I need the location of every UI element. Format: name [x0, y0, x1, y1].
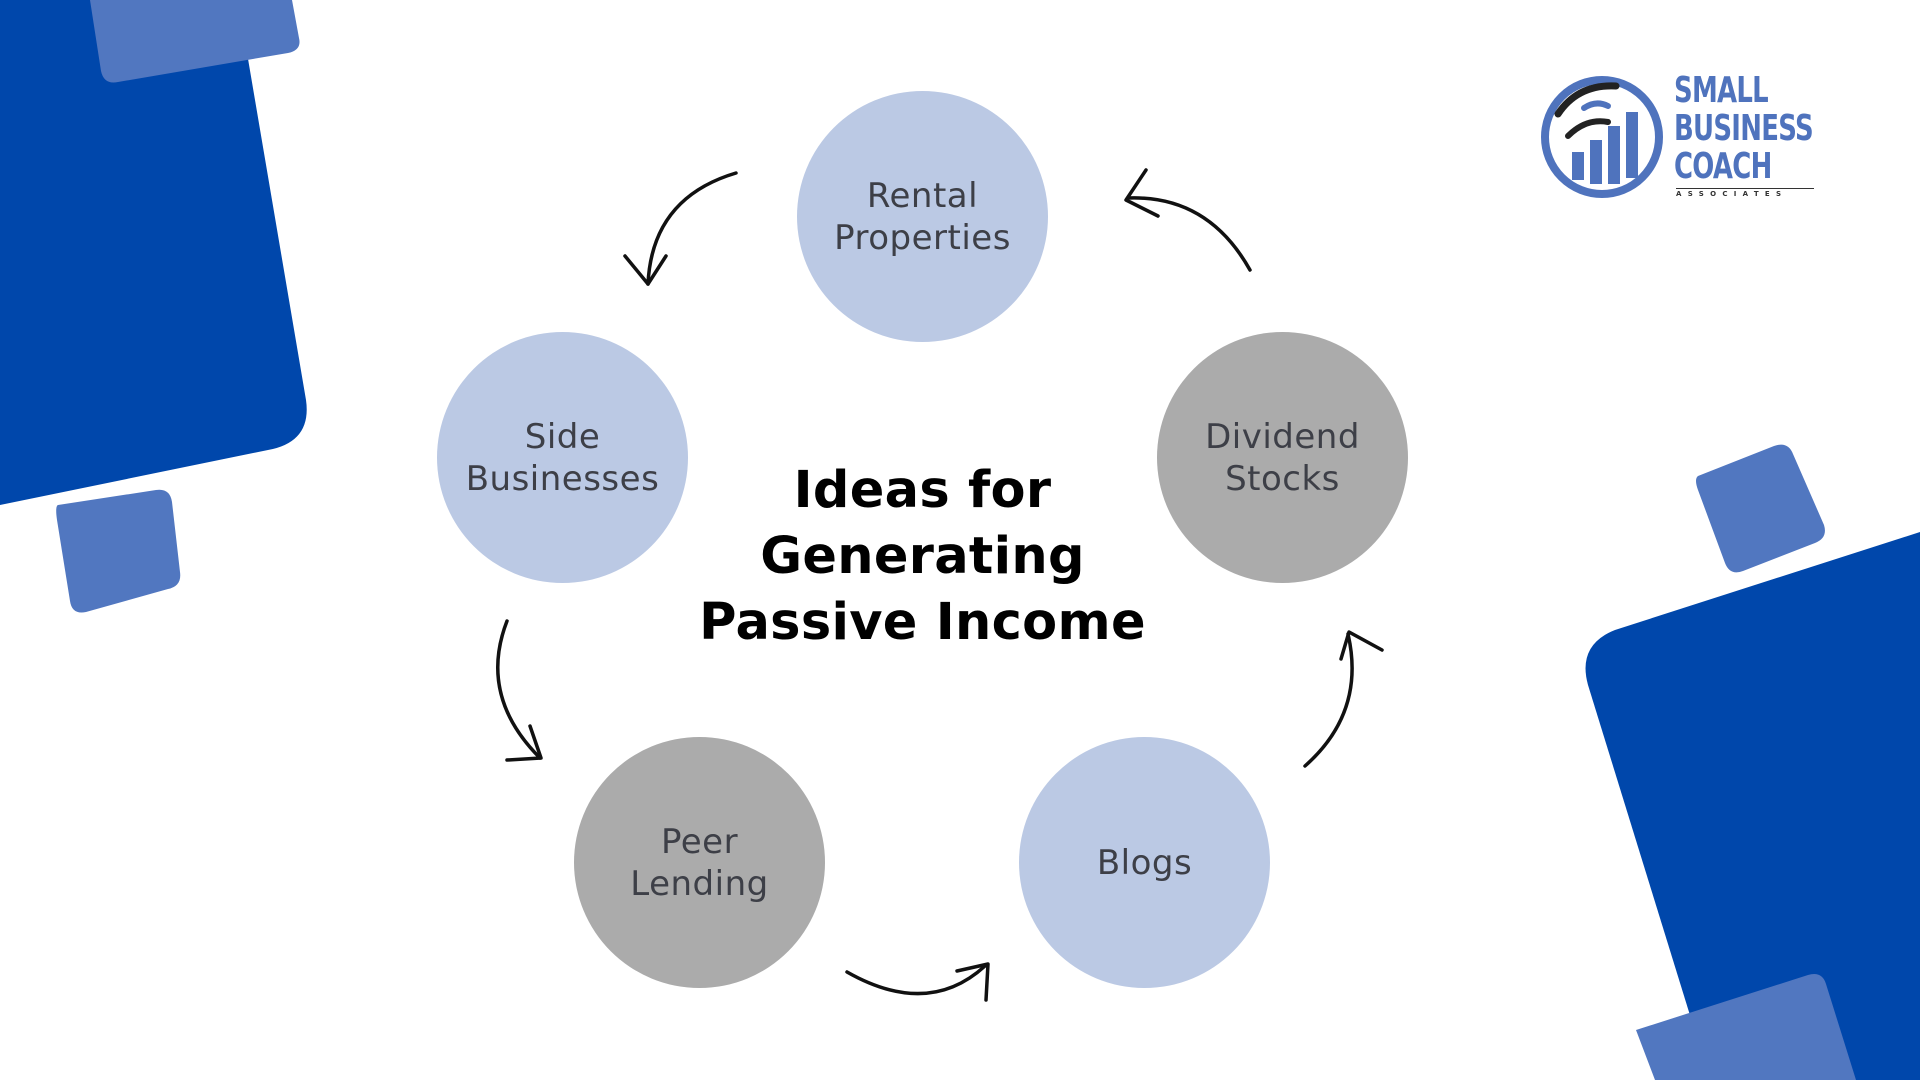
logo-line-1: SMALL	[1674, 70, 1769, 111]
bottom-right-blue-panel	[1585, 532, 1920, 1080]
arrow-dividend-to-rental-icon	[1124, 168, 1252, 272]
idea-circle-blogs: Blogs	[1019, 737, 1270, 988]
top-left-light-square	[90, 0, 300, 83]
diagram-title: Ideas for Generating Passive Income	[699, 461, 1146, 652]
idea-label-side-businesses: Side Businesses	[465, 416, 660, 499]
idea-label-rental-properties: Rental Properties	[834, 175, 1011, 258]
idea-circle-rental-properties: Rental Properties	[797, 91, 1048, 342]
bottom-right-light-square	[1636, 974, 1856, 1080]
left-light-square	[56, 489, 181, 613]
arrow-blogs-to-dividend-icon	[1303, 630, 1384, 768]
top-left-blue-panel	[0, 0, 307, 505]
logo-line-2: BUSINESS	[1674, 108, 1814, 149]
idea-label-blogs: Blogs	[1096, 842, 1193, 883]
logo-emblem-icon	[1541, 76, 1663, 198]
right-light-square	[1696, 444, 1825, 573]
idea-circle-dividend-stocks: Dividend Stocks	[1157, 332, 1408, 583]
logo-subline: ASSOCIATES	[1676, 188, 1814, 199]
company-logo: SMALL BUSINESS COACH ASSOCIATES	[1538, 72, 1818, 202]
idea-label-peer-lending: Peer Lending	[630, 821, 769, 904]
arrow-peer-to-blogs-icon	[845, 962, 990, 1002]
idea-circle-side-businesses: Side Businesses	[437, 332, 688, 583]
idea-circle-peer-lending: Peer Lending	[574, 737, 825, 988]
logo-line-3: COACH	[1674, 146, 1772, 187]
arrow-rental-to-side-icon	[623, 171, 738, 286]
logo-wordmark: SMALL BUSINESS COACH	[1674, 70, 1814, 187]
arrow-side-to-peer-icon	[496, 619, 543, 762]
idea-label-dividend-stocks: Dividend Stocks	[1205, 416, 1360, 499]
